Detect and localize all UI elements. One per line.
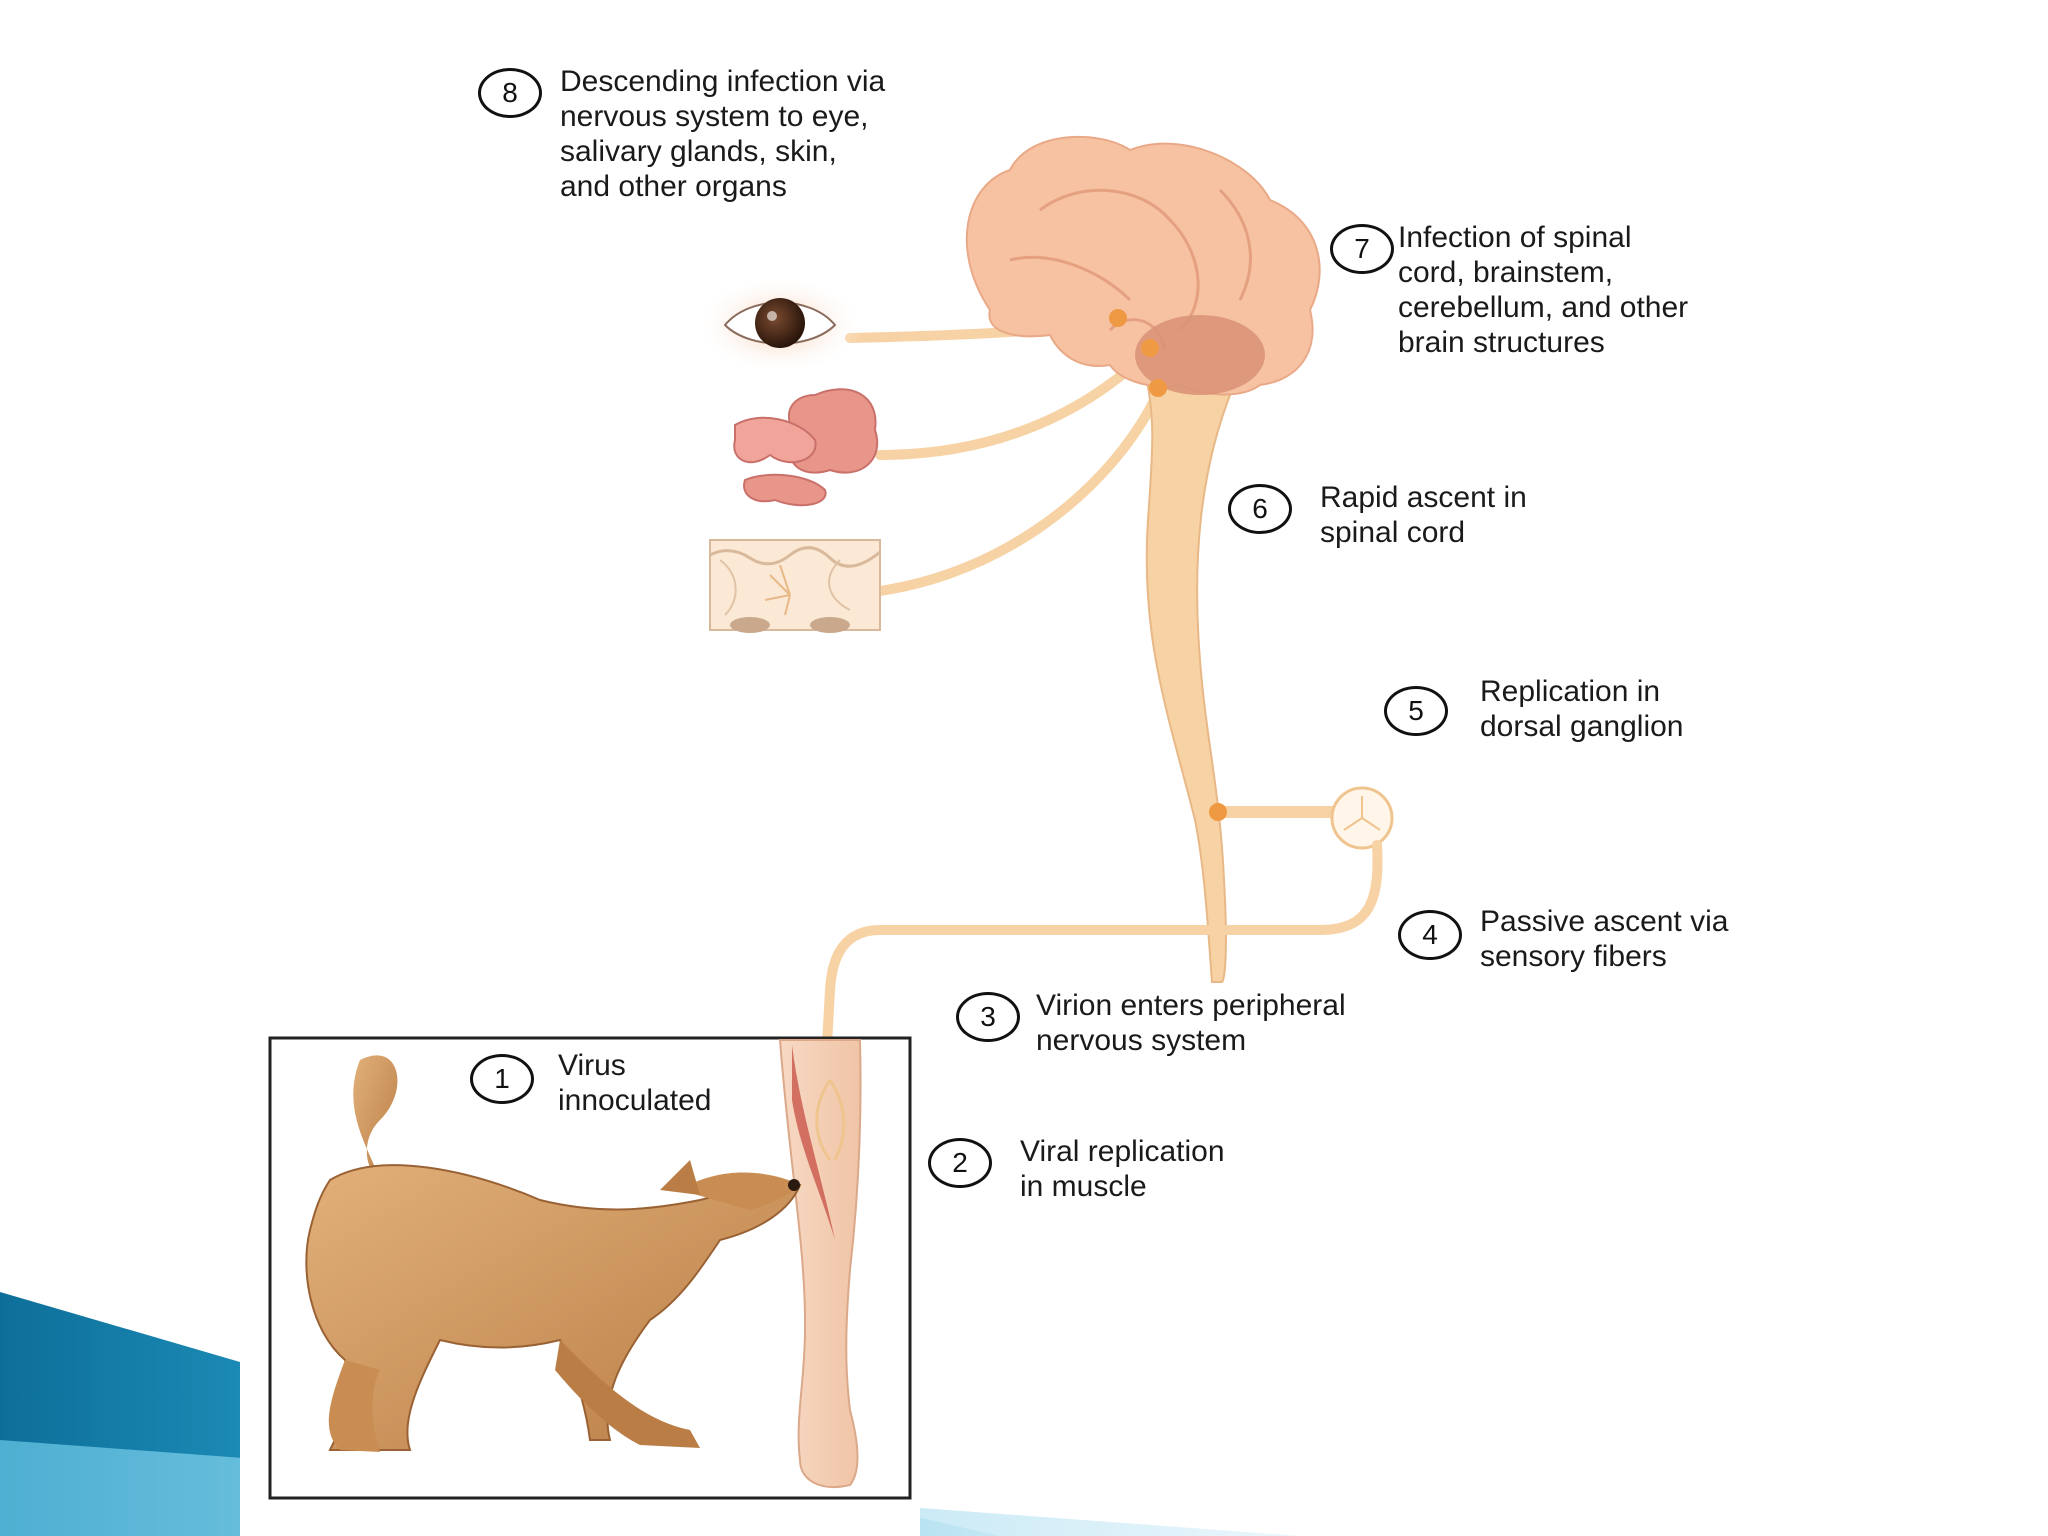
step-description: Rapid ascent in spinal cord (1320, 481, 1527, 549)
step-number: 2 (928, 1138, 992, 1188)
step-7: 7 Infection of spinal cord, brainstem, c… (1330, 221, 1688, 360)
dorsal-ganglion-icon (1209, 786, 1394, 850)
step-description: Virion enters peripheral nervous system (1036, 989, 1346, 1057)
skin-section-icon (709, 539, 881, 633)
step-description: Replication in dorsal ganglion (1480, 675, 1684, 743)
step-6: 6 Rapid ascent in spinal cord (1228, 481, 1527, 550)
step-number: 4 (1398, 910, 1462, 960)
step-description: Infection of spinal cord, brainstem, cer… (1398, 221, 1689, 359)
step-description: Descending infection via nervous system … (560, 65, 886, 203)
step-4: 4 Passive ascent via sensory fibers (1398, 905, 1728, 974)
step-description: Virus innoculated (558, 1049, 712, 1117)
step-number: 1 (470, 1054, 534, 1104)
step-2: 2 Viral replication in muscle (928, 1135, 1225, 1204)
step-8: 8 Descending infection via nervous syste… (478, 65, 885, 204)
step-5: 5 Replication in dorsal ganglion (1384, 675, 1683, 744)
step-3: 3 Virion enters peripheral nervous syste… (956, 989, 1346, 1058)
brain-icon (965, 135, 1321, 397)
human-leg-icon (778, 1039, 862, 1488)
dog-illustration (305, 1055, 802, 1452)
spinal-cord (1144, 374, 1234, 983)
step-description: Passive ascent via sensory fibers (1480, 905, 1729, 973)
eye-icon (695, 275, 865, 375)
sensory-fiber (820, 840, 1383, 1085)
step-number: 3 (956, 992, 1020, 1042)
salivary-gland-icon (733, 388, 879, 507)
step-1: 1 Virus innoculated (470, 1049, 711, 1118)
step-number: 6 (1228, 484, 1292, 534)
step-number: 8 (478, 68, 542, 118)
step-description: Viral replication in muscle (1020, 1135, 1225, 1203)
step-number: 5 (1384, 686, 1448, 736)
step-number: 7 (1330, 224, 1394, 274)
